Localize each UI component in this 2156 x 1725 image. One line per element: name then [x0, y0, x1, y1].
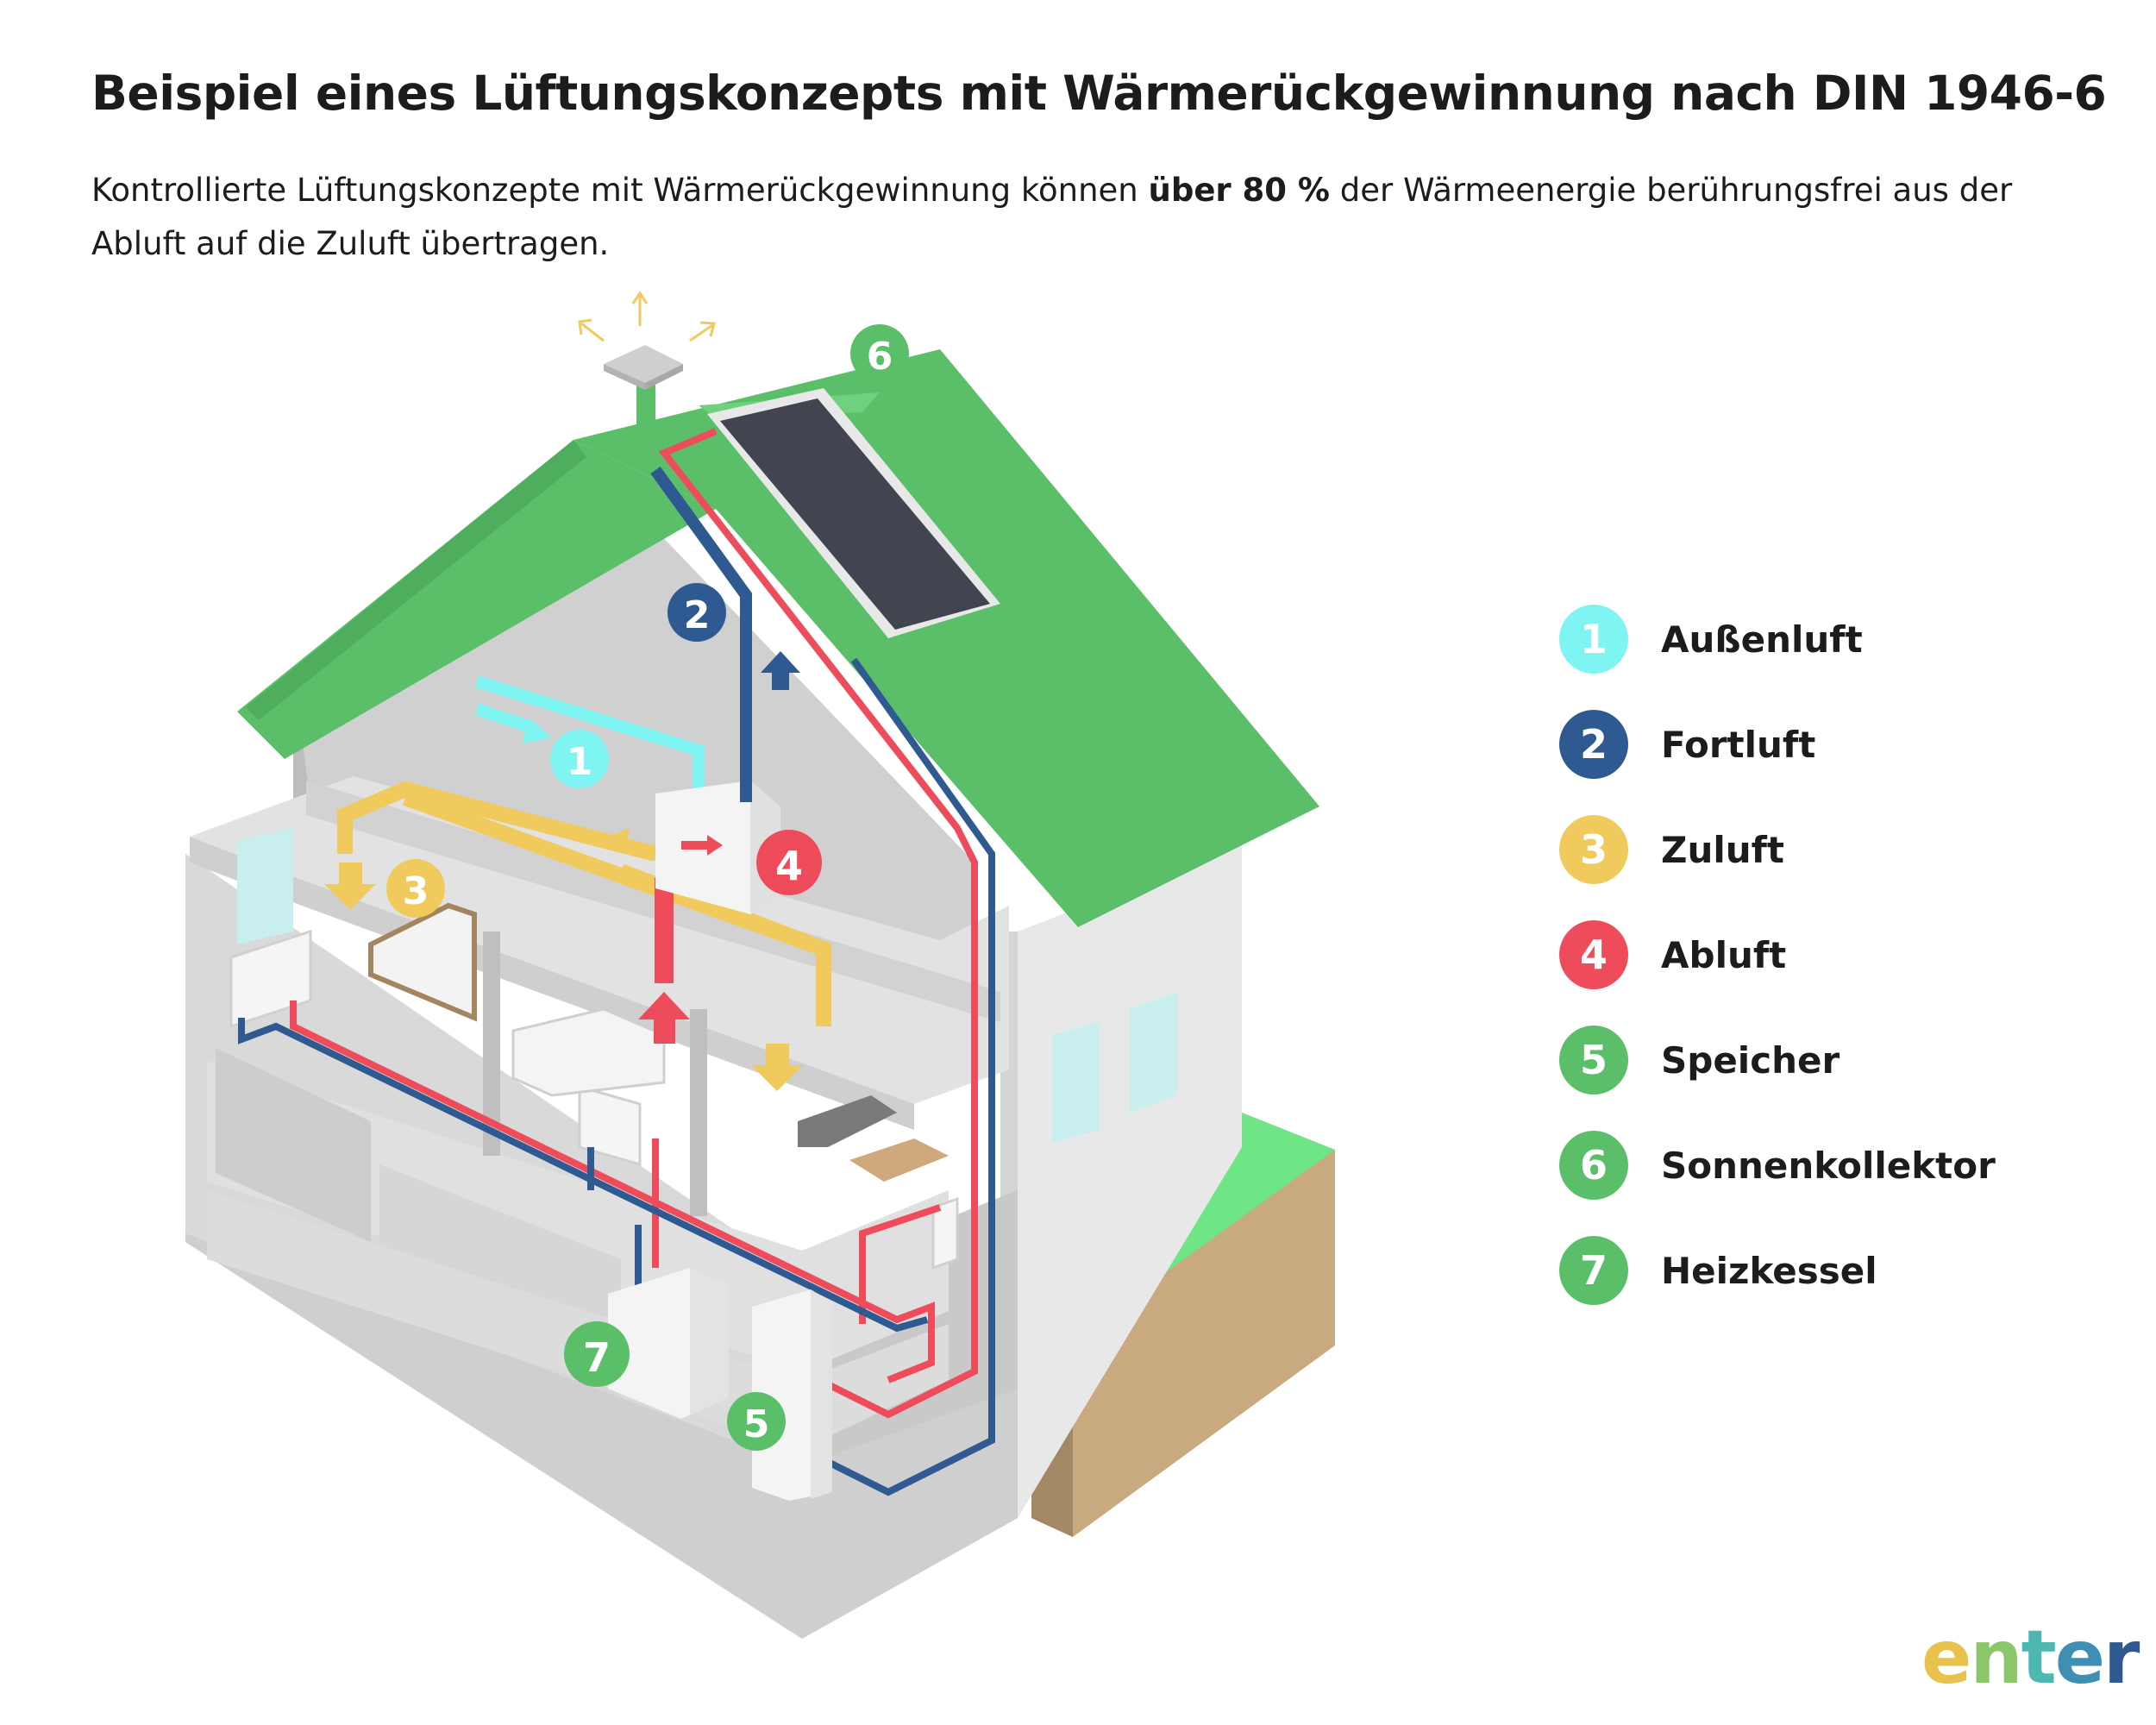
enter-logo: enter [1921, 1615, 2140, 1701]
svg-text:7: 7 [583, 1334, 611, 1381]
fortluft-duct [650, 466, 752, 802]
legend-item-aussenluft: 1 Außenluft [1559, 586, 2111, 692]
svg-text:5: 5 [743, 1402, 770, 1446]
svg-text:3: 3 [403, 869, 429, 913]
marker-4: 4 [756, 830, 822, 895]
legend-badge-5: 5 [1559, 1026, 1628, 1095]
logo-letter-r: r [2103, 1615, 2140, 1701]
legend-item-heizkessel: 7 Heizkessel [1559, 1218, 2111, 1323]
heizkessel [608, 1268, 729, 1419]
legend-label-fortluft: Fortluft [1661, 723, 1816, 766]
svg-text:1: 1 [567, 740, 593, 784]
svg-text:2: 2 [684, 593, 711, 637]
marker-5: 5 [727, 1392, 786, 1451]
fortluft-arrow [761, 651, 800, 690]
legend-item-abluft: 4 Abluft [1559, 902, 2111, 1007]
legend-badge-4: 4 [1559, 920, 1628, 989]
legend: 1 Außenluft 2 Fortluft 3 Zuluft 4 Abluft… [1559, 586, 2111, 1323]
exhaust-rays [578, 291, 716, 342]
legend-item-speicher: 5 Speicher [1559, 1007, 2111, 1113]
legend-badge-3: 3 [1559, 815, 1628, 884]
marker-6: 6 [850, 324, 909, 383]
svg-text:4: 4 [775, 843, 803, 889]
logo-letter-n: n [1970, 1615, 2022, 1701]
legend-item-zuluft: 3 Zuluft [1559, 797, 2111, 902]
legend-label-abluft: Abluft [1661, 933, 1787, 976]
subtitle-text-start: Kontrollierte Lüftungskonzepte mit Wärme… [91, 172, 1149, 209]
svg-text:6: 6 [867, 335, 893, 379]
abluft-arrow [638, 992, 690, 1044]
zuluft-arrows [324, 828, 803, 1091]
roof-vent [604, 345, 683, 431]
legend-item-sonnenkollektor: 6 Sonnenkollektor [1559, 1113, 2111, 1218]
heating-pipes-red [290, 428, 978, 1419]
furniture [368, 902, 949, 1182]
legend-badge-1: 1 [1559, 605, 1628, 674]
legend-badge-7: 7 [1559, 1236, 1628, 1305]
windows [237, 828, 1177, 1143]
heating-pipes-blue [238, 657, 995, 1496]
legend-label-aussenluft: Außenluft [1661, 618, 1863, 661]
legend-label-heizkessel: Heizkessel [1661, 1249, 1877, 1292]
page-title: Beispiel eines Lüftungskonzepts mit Wärm… [91, 66, 2107, 121]
legend-label-zuluft: Zuluft [1661, 828, 1785, 871]
aussenluft-duct [474, 675, 705, 789]
logo-letter-t: t [2021, 1615, 2057, 1701]
aussenluft-arrow [523, 718, 552, 743]
page-subtitle: Kontrollierte Lüftungskonzepte mit Wärme… [91, 164, 2075, 271]
legend-badge-6: 6 [1559, 1131, 1628, 1200]
speicher [752, 1289, 832, 1501]
marker-3: 3 [386, 859, 445, 918]
solar-collector [707, 388, 1000, 638]
logo-letter-e2: e [2054, 1615, 2105, 1701]
subtitle-highlight: über 80 % [1148, 172, 1331, 209]
legend-label-speicher: Speicher [1661, 1038, 1840, 1082]
legend-label-sonnenkollektor: Sonnenkollektor [1661, 1144, 1996, 1187]
subtitle-text-end: der Wärmeenergie berührungsfrei aus der … [91, 172, 2013, 262]
roof [237, 349, 1319, 927]
legend-badge-2: 2 [1559, 710, 1628, 779]
logo-letter-e: e [1921, 1615, 1971, 1701]
marker-7: 7 [564, 1321, 630, 1387]
legend-item-fortluft: 2 Fortluft [1559, 692, 2111, 797]
marker-2: 2 [667, 583, 726, 642]
marker-1: 1 [550, 730, 609, 788]
